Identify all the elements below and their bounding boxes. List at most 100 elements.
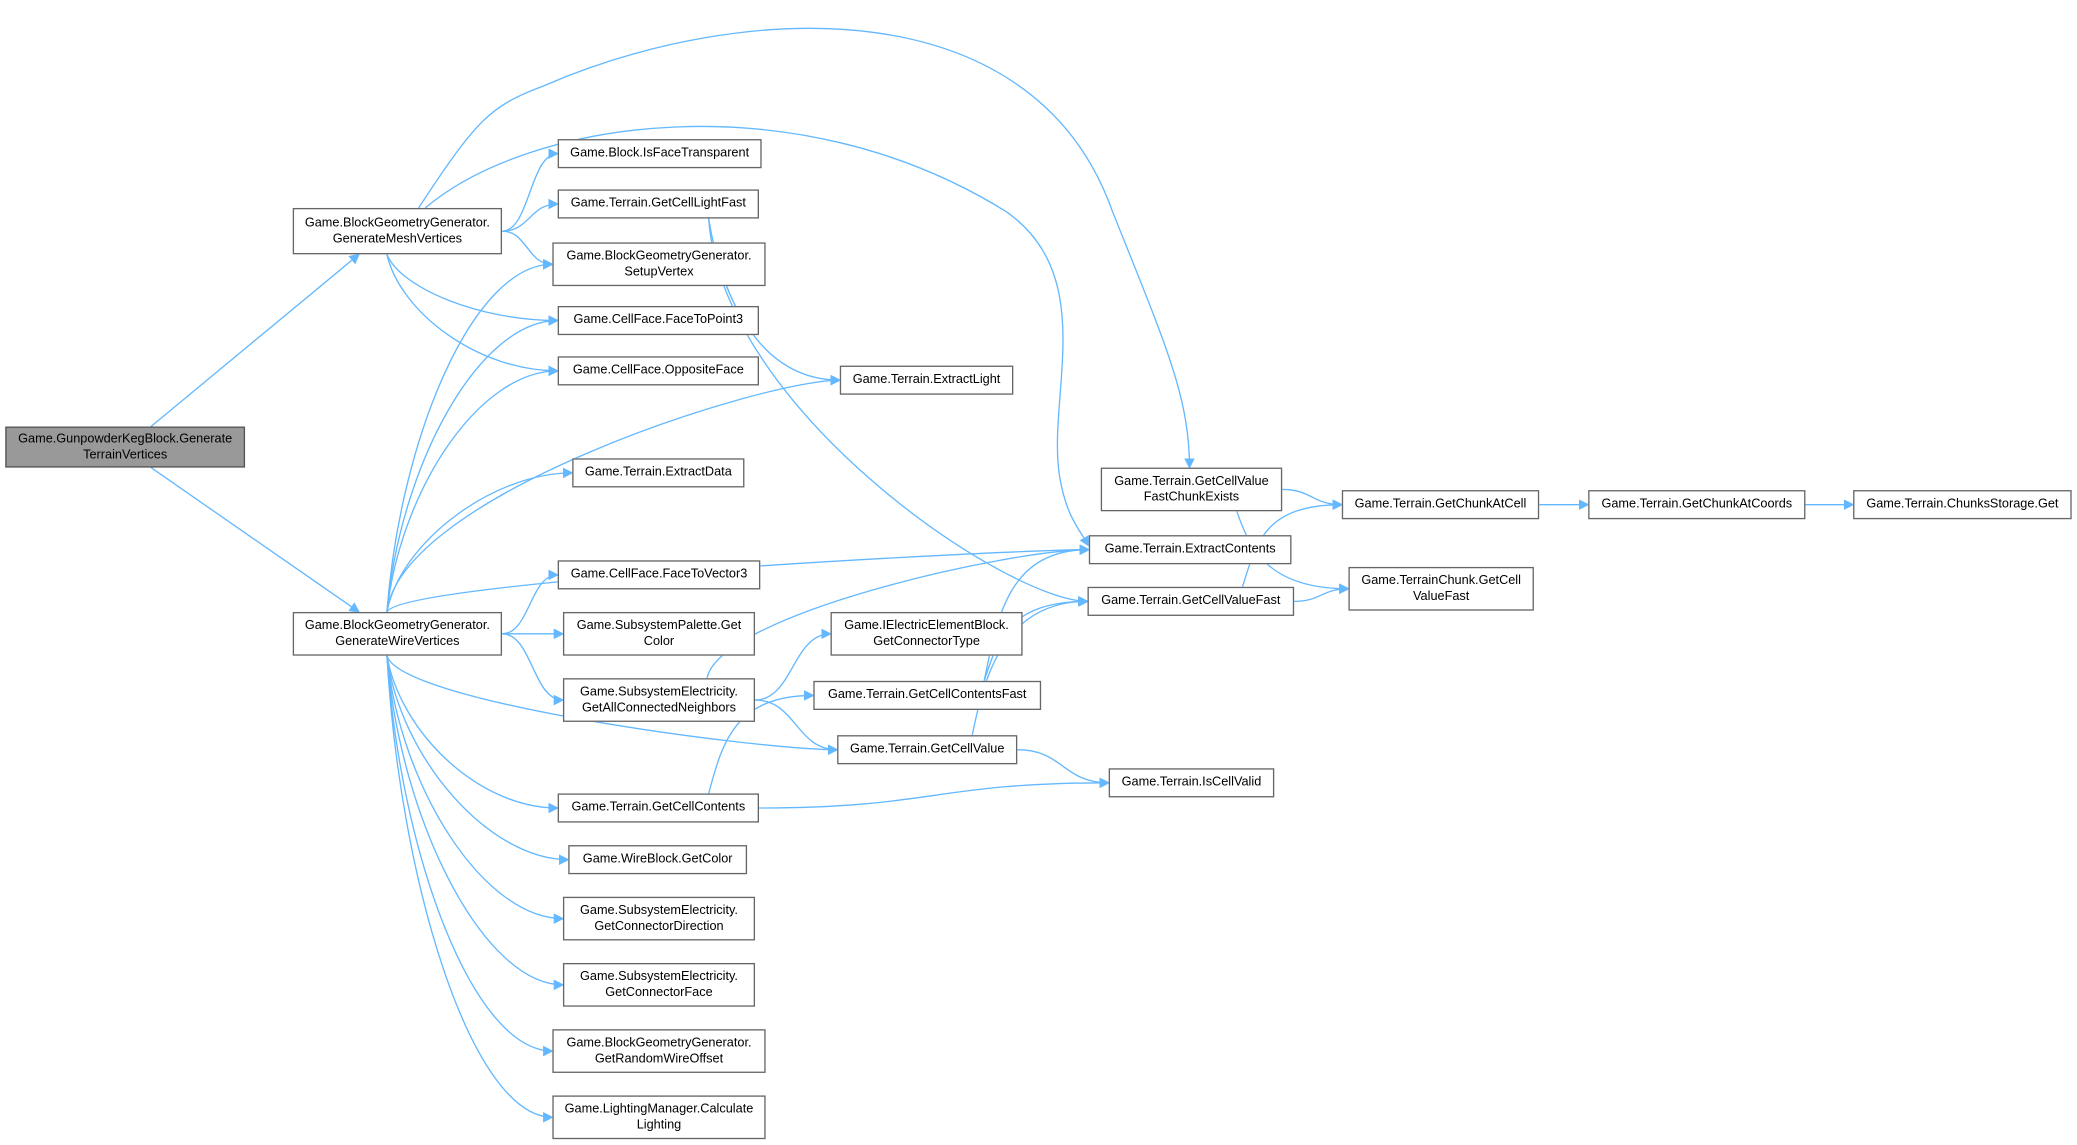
node-label: GenerateWireVertices bbox=[335, 633, 460, 649]
edge-wire-to-wirecolor bbox=[386, 655, 570, 865]
node-contype[interactable]: Game.IElectricElementBlock.GetConnectorT… bbox=[830, 611, 1023, 656]
node-label: GetConnectorFace bbox=[605, 984, 713, 1000]
edge-mesh-to-f2p bbox=[386, 254, 559, 326]
edge-wire-to-exdata bbox=[386, 467, 574, 613]
node-excontents[interactable]: Game.Terrain.ExtractContents bbox=[1088, 535, 1292, 565]
edge-mesh-to-excontents bbox=[424, 125, 1090, 547]
node-label: Game.TerrainChunk.GetCell bbox=[1361, 572, 1521, 588]
node-label: Game.Terrain.ExtractContents bbox=[1104, 541, 1276, 557]
edge-root-to-mesh bbox=[150, 253, 360, 428]
node-label: ValueFast bbox=[1413, 588, 1470, 604]
node-label: Game.LightingManager.Calculate bbox=[564, 1101, 754, 1116]
edge-contentsfast-to-excontents bbox=[983, 544, 1091, 681]
node-label: GetConnectorDirection bbox=[594, 918, 724, 934]
node-chunkcell[interactable]: Game.Terrain.GetChunkAtCell bbox=[1341, 490, 1540, 520]
edge-valuefast-to-chunkcell bbox=[1241, 499, 1344, 588]
node-label: Game.Terrain.GetCellValue bbox=[1114, 473, 1269, 489]
edge-wire-to-f2v bbox=[501, 569, 559, 635]
edge-wire-to-opp bbox=[386, 365, 559, 613]
node-label: Game.CellFace.FaceToVector3 bbox=[570, 566, 748, 582]
node-lightfast[interactable]: Game.Terrain.GetCellLightFast bbox=[557, 189, 759, 219]
node-label: Color bbox=[643, 633, 675, 649]
node-chunkcoords[interactable]: Game.Terrain.GetChunkAtCoords bbox=[1588, 490, 1806, 520]
node-setup[interactable]: Game.BlockGeometryGenerator.SetupVertex bbox=[552, 242, 766, 287]
node-label: Game.SubsystemElectricity. bbox=[580, 902, 738, 918]
edge-mesh-to-setup bbox=[502, 230, 554, 270]
node-label: SetupVertex bbox=[624, 264, 694, 279]
edge-contents-to-valid bbox=[758, 777, 1111, 809]
node-label: Game.Block.IsFaceTransparent bbox=[570, 145, 750, 161]
edge-lightfast-to-valuefast bbox=[708, 218, 1089, 607]
node-f2p[interactable]: Game.CellFace.FaceToPoint3 bbox=[557, 305, 759, 336]
node-label: Game.Terrain.ExtractData bbox=[584, 464, 732, 480]
node-label: Game.BlockGeometryGenerator. bbox=[566, 1035, 752, 1050]
node-randwire[interactable]: Game.BlockGeometryGenerator.GetRandomWir… bbox=[552, 1029, 766, 1073]
node-mesh[interactable]: Game.BlockGeometryGenerator.GenerateMesh… bbox=[292, 207, 503, 255]
node-label: FastChunkExists bbox=[1143, 489, 1240, 505]
node-label: Game.BlockGeometryGenerator. bbox=[566, 248, 752, 263]
node-cellvalue[interactable]: Game.Terrain.GetCellValue bbox=[837, 735, 1018, 765]
node-label: Game.IElectricElementBlock. bbox=[844, 617, 1009, 633]
node-label: Game.BlockGeometryGenerator. bbox=[304, 617, 490, 633]
edge-wire-to-condir bbox=[386, 655, 565, 924]
edge-mesh-to-chunkexists bbox=[418, 27, 1195, 469]
node-label: Game.CellFace.OppositeFace bbox=[572, 362, 744, 378]
node-valid[interactable]: Game.Terrain.IsCellValid bbox=[1108, 768, 1275, 798]
edge-chunkexists-to-tcvaluefast bbox=[1236, 511, 1350, 595]
edge-wire-to-lighting bbox=[386, 655, 554, 1123]
node-label: Game.Terrain.GetCellValue bbox=[849, 741, 1005, 757]
node-opp[interactable]: Game.CellFace.OppositeFace bbox=[557, 356, 759, 386]
node-storage[interactable]: Game.Terrain.ChunksStorage.Get bbox=[1853, 490, 2072, 520]
node-label: Game.Terrain.GetChunkAtCoords bbox=[1601, 496, 1793, 512]
node-label: Game.BlockGeometryGenerator. bbox=[304, 215, 490, 230]
node-label: Game.WireBlock.GetColor bbox=[582, 851, 733, 867]
edge-root-to-wire bbox=[150, 467, 361, 613]
node-exdata[interactable]: Game.Terrain.ExtractData bbox=[572, 458, 745, 488]
edge-wire-to-conface bbox=[386, 655, 565, 991]
node-condir[interactable]: Game.SubsystemElectricity.GetConnectorDi… bbox=[562, 896, 756, 941]
node-label: Game.Terrain.GetCellValueFast bbox=[1101, 593, 1281, 608]
node-wire[interactable]: Game.BlockGeometryGenerator.GenerateWire… bbox=[292, 611, 503, 656]
node-label: GetRandomWireOffset bbox=[594, 1051, 724, 1066]
edge-wire-to-f2p bbox=[386, 315, 559, 613]
node-label: Game.GunpowderKegBlock.Generate bbox=[18, 431, 233, 446]
node-conface[interactable]: Game.SubsystemElectricity.GetConnectorFa… bbox=[562, 962, 756, 1007]
edge-mesh-to-isface bbox=[501, 148, 559, 232]
node-label: Game.Terrain.IsCellValid bbox=[1121, 774, 1262, 790]
node-f2v[interactable]: Game.CellFace.FaceToVector3 bbox=[557, 560, 761, 590]
node-label: Game.Terrain.ExtractLight bbox=[852, 372, 1001, 387]
node-label: GenerateMeshVertices bbox=[332, 231, 463, 246]
node-contentsfast[interactable]: Game.Terrain.GetCellContentsFast bbox=[813, 680, 1042, 710]
node-exlight[interactable]: Game.Terrain.ExtractLight bbox=[839, 365, 1014, 395]
node-label: Game.SubsystemElectricity. bbox=[580, 968, 738, 984]
node-contents[interactable]: Game.Terrain.GetCellContents bbox=[557, 793, 759, 823]
node-label: Game.Terrain.GetCellLightFast bbox=[570, 196, 746, 211]
edge-wire-to-randwire bbox=[386, 655, 554, 1057]
node-label: Game.Terrain.GetCellContentsFast bbox=[827, 687, 1027, 703]
node-label: Game.Terrain.GetCellContents bbox=[571, 800, 746, 815]
node-label: Game.SubsystemPalette.Get bbox=[576, 617, 742, 633]
node-neighbors[interactable]: Game.SubsystemElectricity.GetAllConnecte… bbox=[562, 678, 756, 722]
edge-wire-to-setup bbox=[386, 258, 554, 613]
edge-wire-to-exlight bbox=[386, 374, 842, 613]
node-wirecolor[interactable]: Game.WireBlock.GetColor bbox=[568, 845, 748, 875]
node-label: TerrainVertices bbox=[83, 447, 168, 462]
edge-wire-to-contents bbox=[386, 655, 559, 814]
node-isface[interactable]: Game.Block.IsFaceTransparent bbox=[557, 139, 762, 169]
node-label: Game.CellFace.FaceToPoint3 bbox=[573, 312, 744, 328]
node-label: Game.SubsystemElectricity. bbox=[580, 684, 738, 699]
edge-mesh-to-lightfast bbox=[502, 198, 559, 232]
node-label: GetAllConnectedNeighbors bbox=[581, 700, 736, 715]
node-valuefast[interactable]: Game.Terrain.GetCellValueFast bbox=[1087, 586, 1295, 616]
node-label: GetConnectorType bbox=[873, 633, 980, 649]
edge-wire-to-neighbors bbox=[501, 633, 565, 706]
edge-neighbors-to-cellvalue bbox=[755, 699, 839, 756]
node-label: Lighting bbox=[636, 1117, 682, 1132]
